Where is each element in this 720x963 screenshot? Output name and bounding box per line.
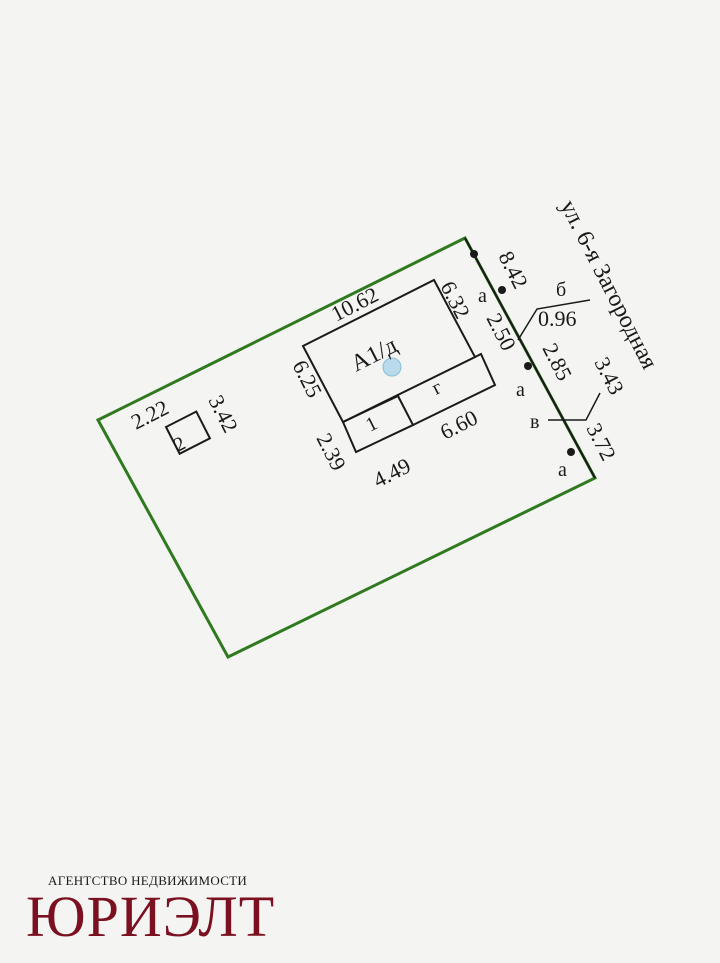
point-a-2: а bbox=[516, 379, 525, 401]
dim-boundary-1: 8.42 bbox=[494, 247, 534, 293]
point-b: б bbox=[556, 279, 566, 301]
dim-boundary-3: 3.72 bbox=[582, 419, 622, 465]
dim-shed-height: 3.42 bbox=[204, 391, 244, 437]
dim-extension-left: 2.39 bbox=[312, 429, 352, 475]
logo-subtitle: АГЕНТСТВО НЕДВИЖИМОСТИ bbox=[48, 873, 248, 888]
callout-b-line bbox=[517, 299, 591, 341]
dim-callout-b: 0.96 bbox=[538, 306, 577, 331]
callout-v-line bbox=[548, 392, 601, 421]
dim-building-right: 6.32 bbox=[436, 277, 476, 323]
boundary-points bbox=[470, 250, 575, 456]
center-marker-icon bbox=[382, 357, 402, 377]
dim-extension-bottom: 4.49 bbox=[369, 453, 415, 493]
dim-garage-side: 2.50 bbox=[482, 309, 522, 355]
shed-2 bbox=[164, 410, 212, 456]
dim-boundary-2: 2.85 bbox=[538, 339, 578, 385]
dim-callout-v: 3.43 bbox=[590, 353, 630, 399]
dim-building-left: 6.25 bbox=[288, 356, 328, 402]
point-a-3: а bbox=[558, 459, 567, 481]
point-a-1: а bbox=[478, 285, 487, 307]
logo-name: ЮРИЭЛТ bbox=[26, 884, 276, 949]
garage bbox=[412, 352, 497, 426]
street-name: ул. 6-я Загородная bbox=[555, 196, 663, 373]
label-garage: г bbox=[428, 376, 445, 399]
extension-1 bbox=[341, 394, 415, 454]
street-frontage-line bbox=[464, 237, 596, 479]
point-v: в bbox=[530, 411, 539, 433]
label-extension: 1 bbox=[362, 412, 381, 436]
label-shed: 2 bbox=[170, 432, 189, 456]
